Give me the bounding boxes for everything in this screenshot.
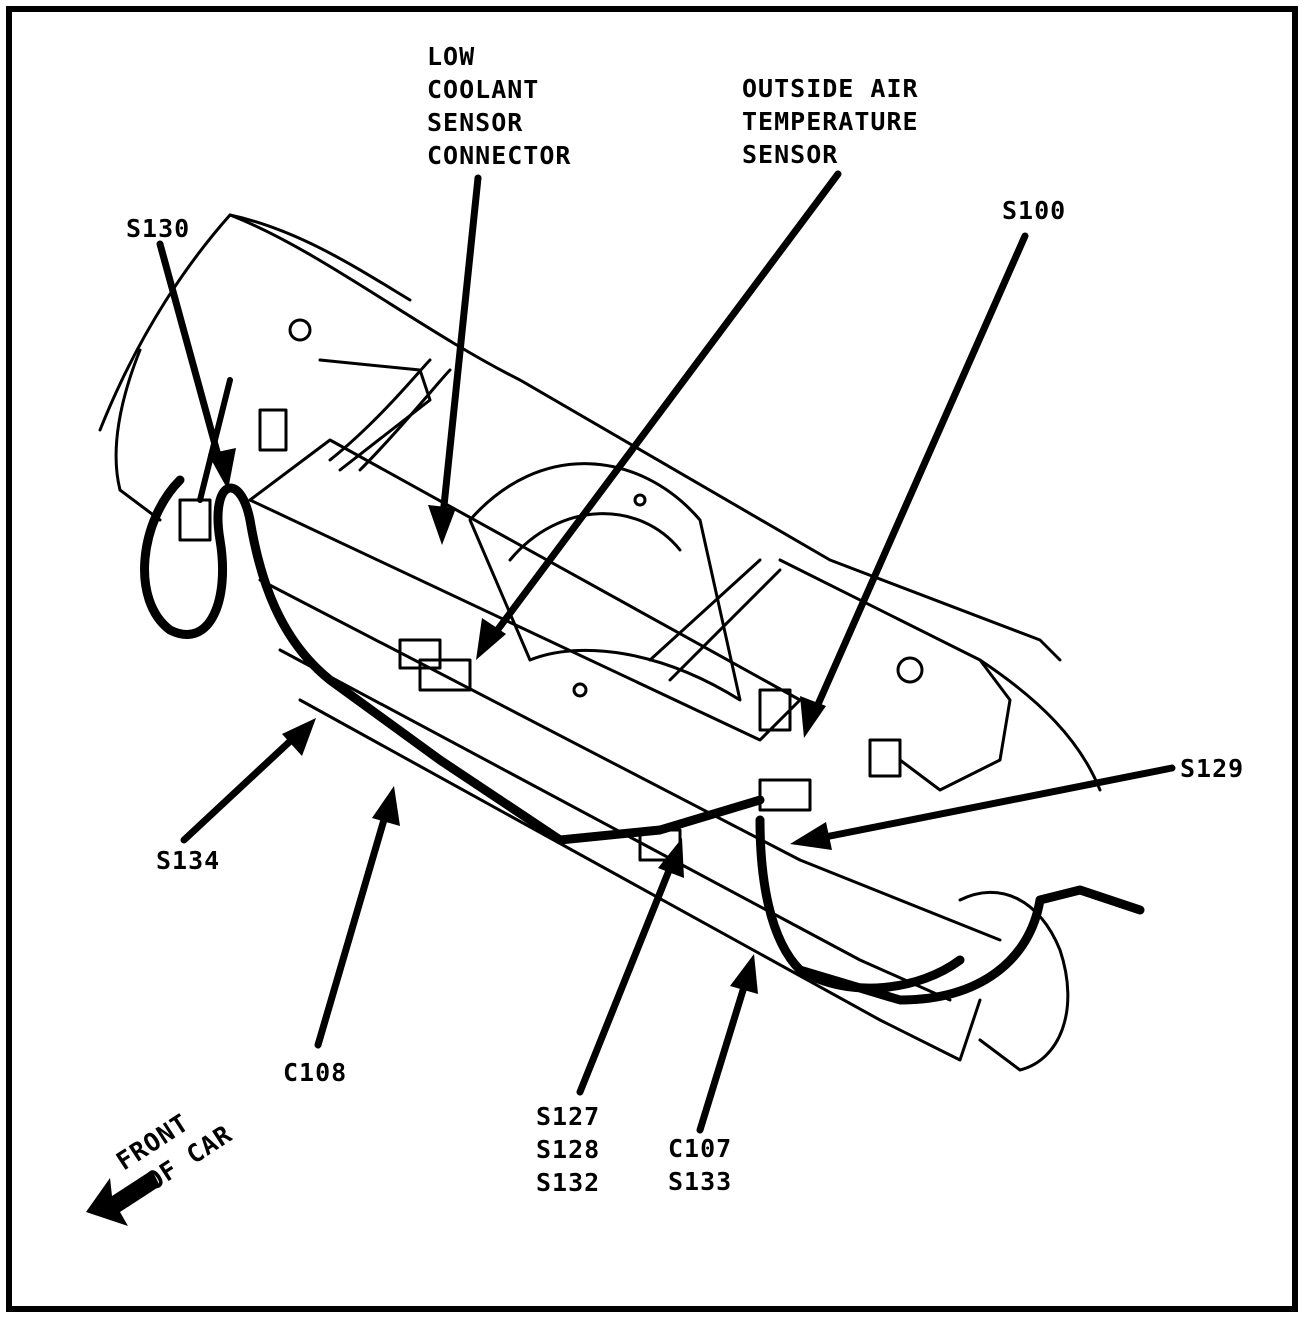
arrowhead-c108 — [372, 786, 400, 826]
label-line: OUTSIDE AIR — [742, 74, 919, 103]
arrowhead-c107 — [730, 954, 758, 994]
label-s134: S134 — [156, 846, 221, 875]
label-line: S128 — [536, 1135, 601, 1164]
connector-left-mid — [178, 498, 212, 542]
bolt — [633, 493, 647, 507]
label-line: LOW — [427, 42, 476, 71]
leader-s127 — [576, 854, 678, 1096]
body-outline — [98, 213, 1062, 662]
fan-shroud-inner — [508, 512, 682, 562]
connector-s129 — [758, 778, 812, 812]
left-harness — [140, 475, 765, 845]
label-c108: C108 — [283, 1058, 348, 1087]
arrowhead-s129 — [790, 822, 832, 850]
arrowhead-s127 — [658, 838, 684, 878]
arrowhead-low-coolant — [428, 505, 456, 545]
bolt — [572, 682, 588, 698]
tube-right — [648, 558, 782, 682]
label-s130: S130 — [126, 214, 191, 243]
right-harness — [755, 815, 1145, 1005]
label-line: SENSOR — [742, 140, 839, 169]
label-line: SENSOR — [427, 108, 524, 137]
hood-edge — [228, 213, 412, 302]
connector-s100 — [758, 688, 792, 732]
arrowhead-s134 — [282, 718, 316, 756]
leader-outside-air — [486, 170, 842, 644]
connector-right — [868, 738, 902, 778]
right-lamp-housing — [958, 890, 1070, 1072]
label-s129: S129 — [1180, 754, 1245, 783]
bracket-left — [318, 358, 432, 472]
leader-s100 — [808, 232, 1029, 722]
label-line: S132 — [536, 1168, 601, 1197]
arrowhead-outside-air — [476, 618, 506, 660]
label-line: S127 — [536, 1102, 601, 1131]
left-lamp-housing — [114, 348, 162, 522]
label-s127-s128-s132: S127 S128 S132 — [536, 1100, 600, 1199]
leader-c107 — [696, 970, 752, 1134]
leader-low-coolant — [438, 174, 482, 529]
leader-s130 — [156, 240, 226, 474]
arrowhead-s100 — [800, 696, 826, 738]
arrow-down-left-icon — [86, 1170, 160, 1226]
label-s100: S100 — [1002, 196, 1067, 225]
label-line: CONNECTOR — [427, 141, 572, 170]
label-low-coolant-sensor-connector: LOW COOLANT SENSOR CONNECTOR — [427, 40, 571, 172]
radiator-support — [248, 438, 802, 742]
leader-s134 — [180, 728, 304, 844]
right-fender-edge — [978, 658, 1102, 792]
bolt — [896, 656, 924, 684]
arrowhead-s130 — [208, 448, 236, 490]
leader-s129 — [806, 764, 1176, 844]
connector-oat — [418, 658, 472, 692]
label-outside-air-temperature-sensor: OUTSIDE AIR TEMPERATURE SENSOR — [742, 72, 919, 171]
label-line: COOLANT — [427, 75, 540, 104]
support-lower-face — [298, 698, 982, 1062]
label-c107-s133: C107 S133 — [668, 1132, 732, 1198]
bolt — [288, 318, 312, 342]
leader-c108 — [314, 802, 392, 1049]
label-line: TEMPERATURE — [742, 107, 919, 136]
fan-shroud — [468, 462, 742, 702]
tube-upper — [328, 358, 452, 472]
label-line: C107 — [668, 1134, 733, 1163]
label-line: S133 — [668, 1167, 733, 1196]
support-front-face — [258, 578, 1002, 1002]
connector-left-upper — [258, 408, 288, 452]
right-structure — [778, 558, 1012, 792]
